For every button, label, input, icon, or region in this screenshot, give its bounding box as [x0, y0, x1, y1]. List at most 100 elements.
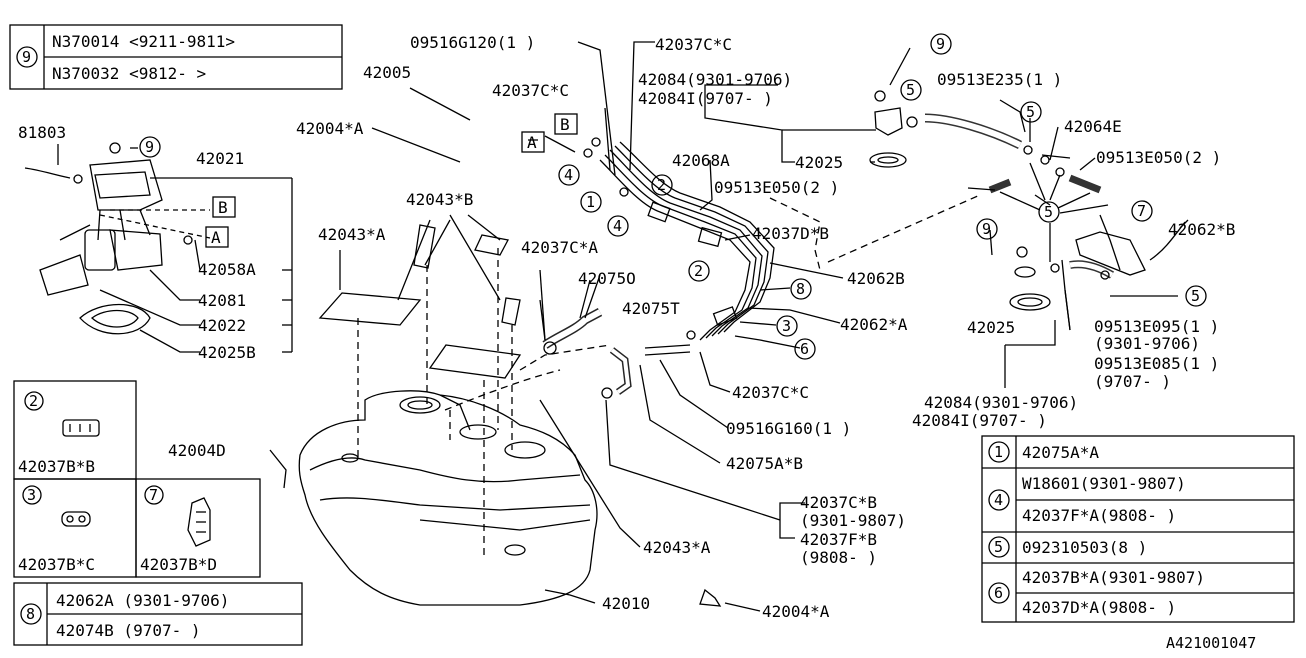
callout-5-c: 5 [1044, 203, 1053, 221]
filler-hoses [539, 279, 722, 607]
label-42043B: 42043*B [406, 190, 473, 209]
label-42081: 42081 [198, 291, 246, 310]
table-8-row-1: 42062A (9301-9706) [56, 591, 229, 610]
label-09516G160: 09516G160(1 ) [726, 419, 851, 438]
letter-A-1: A [527, 133, 537, 152]
callout-2-a: 2 [657, 176, 666, 194]
leader-lines [269, 41, 1189, 612]
label-42037CB: 42037C*B [800, 493, 877, 512]
callout-5-b: 5 [1026, 103, 1035, 121]
label-42043A-low: 42043*A [643, 538, 711, 557]
label-42062B-right: 42062*B [1168, 220, 1235, 239]
label-42005: 42005 [363, 63, 411, 82]
clip-2-sketch [62, 419, 100, 437]
thumb-3-label: 42037B*C [18, 555, 95, 574]
callout-8: 8 [796, 280, 805, 298]
fuel-tank [298, 390, 598, 606]
callout-9-a: 9 [145, 138, 154, 156]
label-42037CA: 42037C*A [521, 238, 598, 257]
letter-boxes [205, 113, 578, 248]
label-42064E: 42064E [1064, 117, 1122, 136]
callout-4-a: 4 [564, 166, 573, 184]
label-42025-top: 42025 [795, 153, 843, 172]
thumb-2-label: 42037B*B [18, 457, 95, 476]
label-09513E095: 09513E095(1 ) [1094, 317, 1219, 336]
legend-5-key: 5 [994, 538, 1003, 556]
label-42025-mid: 42025 [967, 318, 1015, 337]
label-42022: 42022 [198, 316, 246, 335]
label-09513E085-range: (9707- ) [1094, 372, 1171, 391]
callout-circle-8 [20, 603, 42, 625]
label-42004A-top: 42004*A [296, 119, 364, 138]
callout-circles [139, 33, 1207, 360]
letter-A-2: A [211, 228, 221, 247]
label-42037FB-range: (9808- ) [800, 548, 877, 567]
evap-parts [869, 90, 1186, 311]
label-42004D: 42004D [168, 441, 226, 460]
label-09513E050-b: 09513E050(2 ) [714, 178, 839, 197]
label-42037CC-mid: 42037C*C [492, 81, 569, 100]
label-42075O: 42075O [578, 269, 636, 288]
legend-6b-text: 42037D*A(9808- ) [1022, 598, 1176, 617]
label-42037DB: 42037D*B [752, 224, 829, 243]
table-9-row-2: N370032 <9812- > [52, 64, 206, 83]
label-42037CC-low: 42037C*C [732, 383, 809, 402]
label-42025B: 42025B [198, 343, 256, 362]
callout-9-b: 9 [936, 35, 945, 53]
callout-3: 3 [782, 317, 791, 335]
clip-7-sketch [187, 497, 211, 547]
callout-5-d: 5 [1191, 287, 1200, 305]
thumb-7-key: 7 [149, 486, 158, 504]
label-09513E235: 09513E235(1 ) [937, 70, 1062, 89]
insulator-sheets [318, 214, 522, 379]
label-42084I-b: 42084I(9707- ) [912, 411, 1047, 430]
legend-5-text: 092310503(8 ) [1022, 538, 1147, 557]
clip-3-sketch [61, 511, 91, 527]
table-9 [9, 24, 343, 90]
labels: 09516G120(1 ) 42037C*C 42005 42037C*C 42… [18, 32, 1256, 652]
label-42037CC-top: 42037C*C [655, 35, 732, 54]
label-42084-a: 42084(9301-9706) [638, 70, 792, 89]
label-81803: 81803 [18, 123, 66, 142]
thumb-7-label: 42037B*D [140, 555, 217, 574]
callout-4-b: 4 [613, 217, 622, 235]
table-8-row-2: 42074B (9707- ) [56, 621, 201, 640]
label-09513E085: 09513E085(1 ) [1094, 354, 1219, 373]
label-42010: 42010 [602, 594, 650, 613]
legend-6a-text: 42037B*A(9301-9807) [1022, 568, 1205, 587]
pipe-bundle [583, 137, 775, 341]
label-42084-b: 42084(9301-9706) [924, 393, 1078, 412]
fuel-pump-assembly [24, 142, 193, 335]
callout-1: 1 [586, 193, 595, 211]
dashed-guides [357, 194, 981, 555]
label-09513E095-range: (9301-9706) [1094, 334, 1200, 353]
label-42037CB-range: (9301-9807) [800, 511, 906, 530]
legend-6-key: 6 [994, 584, 1003, 602]
clamp-5-lines [999, 162, 1109, 262]
thumb-3-key: 3 [27, 486, 36, 504]
table-8-key: 8 [26, 605, 35, 623]
callout-9-c: 9 [982, 220, 991, 238]
label-42075AB: 42075A*B [726, 454, 803, 473]
diagram-id: A421001047 [1166, 634, 1256, 652]
label-42075T: 42075T [622, 299, 680, 318]
legend-1-key: 1 [994, 443, 1003, 461]
table-8 [13, 582, 303, 646]
callout-5-a: 5 [906, 81, 915, 99]
label-42068A: 42068A [672, 151, 730, 170]
label-09516G120: 09516G120(1 ) [410, 33, 535, 52]
thumb-2-key: 2 [29, 392, 38, 410]
legend-4b-text: 42037F*A(9808- ) [1022, 506, 1176, 525]
table-9-key: 9 [22, 48, 31, 66]
label-42062B: 42062B [847, 269, 905, 288]
label-42058A: 42058A [198, 260, 256, 279]
label-42084I-a: 42084I(9707- ) [638, 89, 773, 108]
callout-7: 7 [1137, 202, 1146, 220]
callout-circle-9 [16, 46, 38, 68]
table-9-row-1: N370014 <9211-9811> [52, 32, 235, 51]
label-42062A-mid: 42062*A [840, 315, 908, 334]
thumb-boxes [13, 380, 261, 578]
legend-table [981, 435, 1295, 623]
